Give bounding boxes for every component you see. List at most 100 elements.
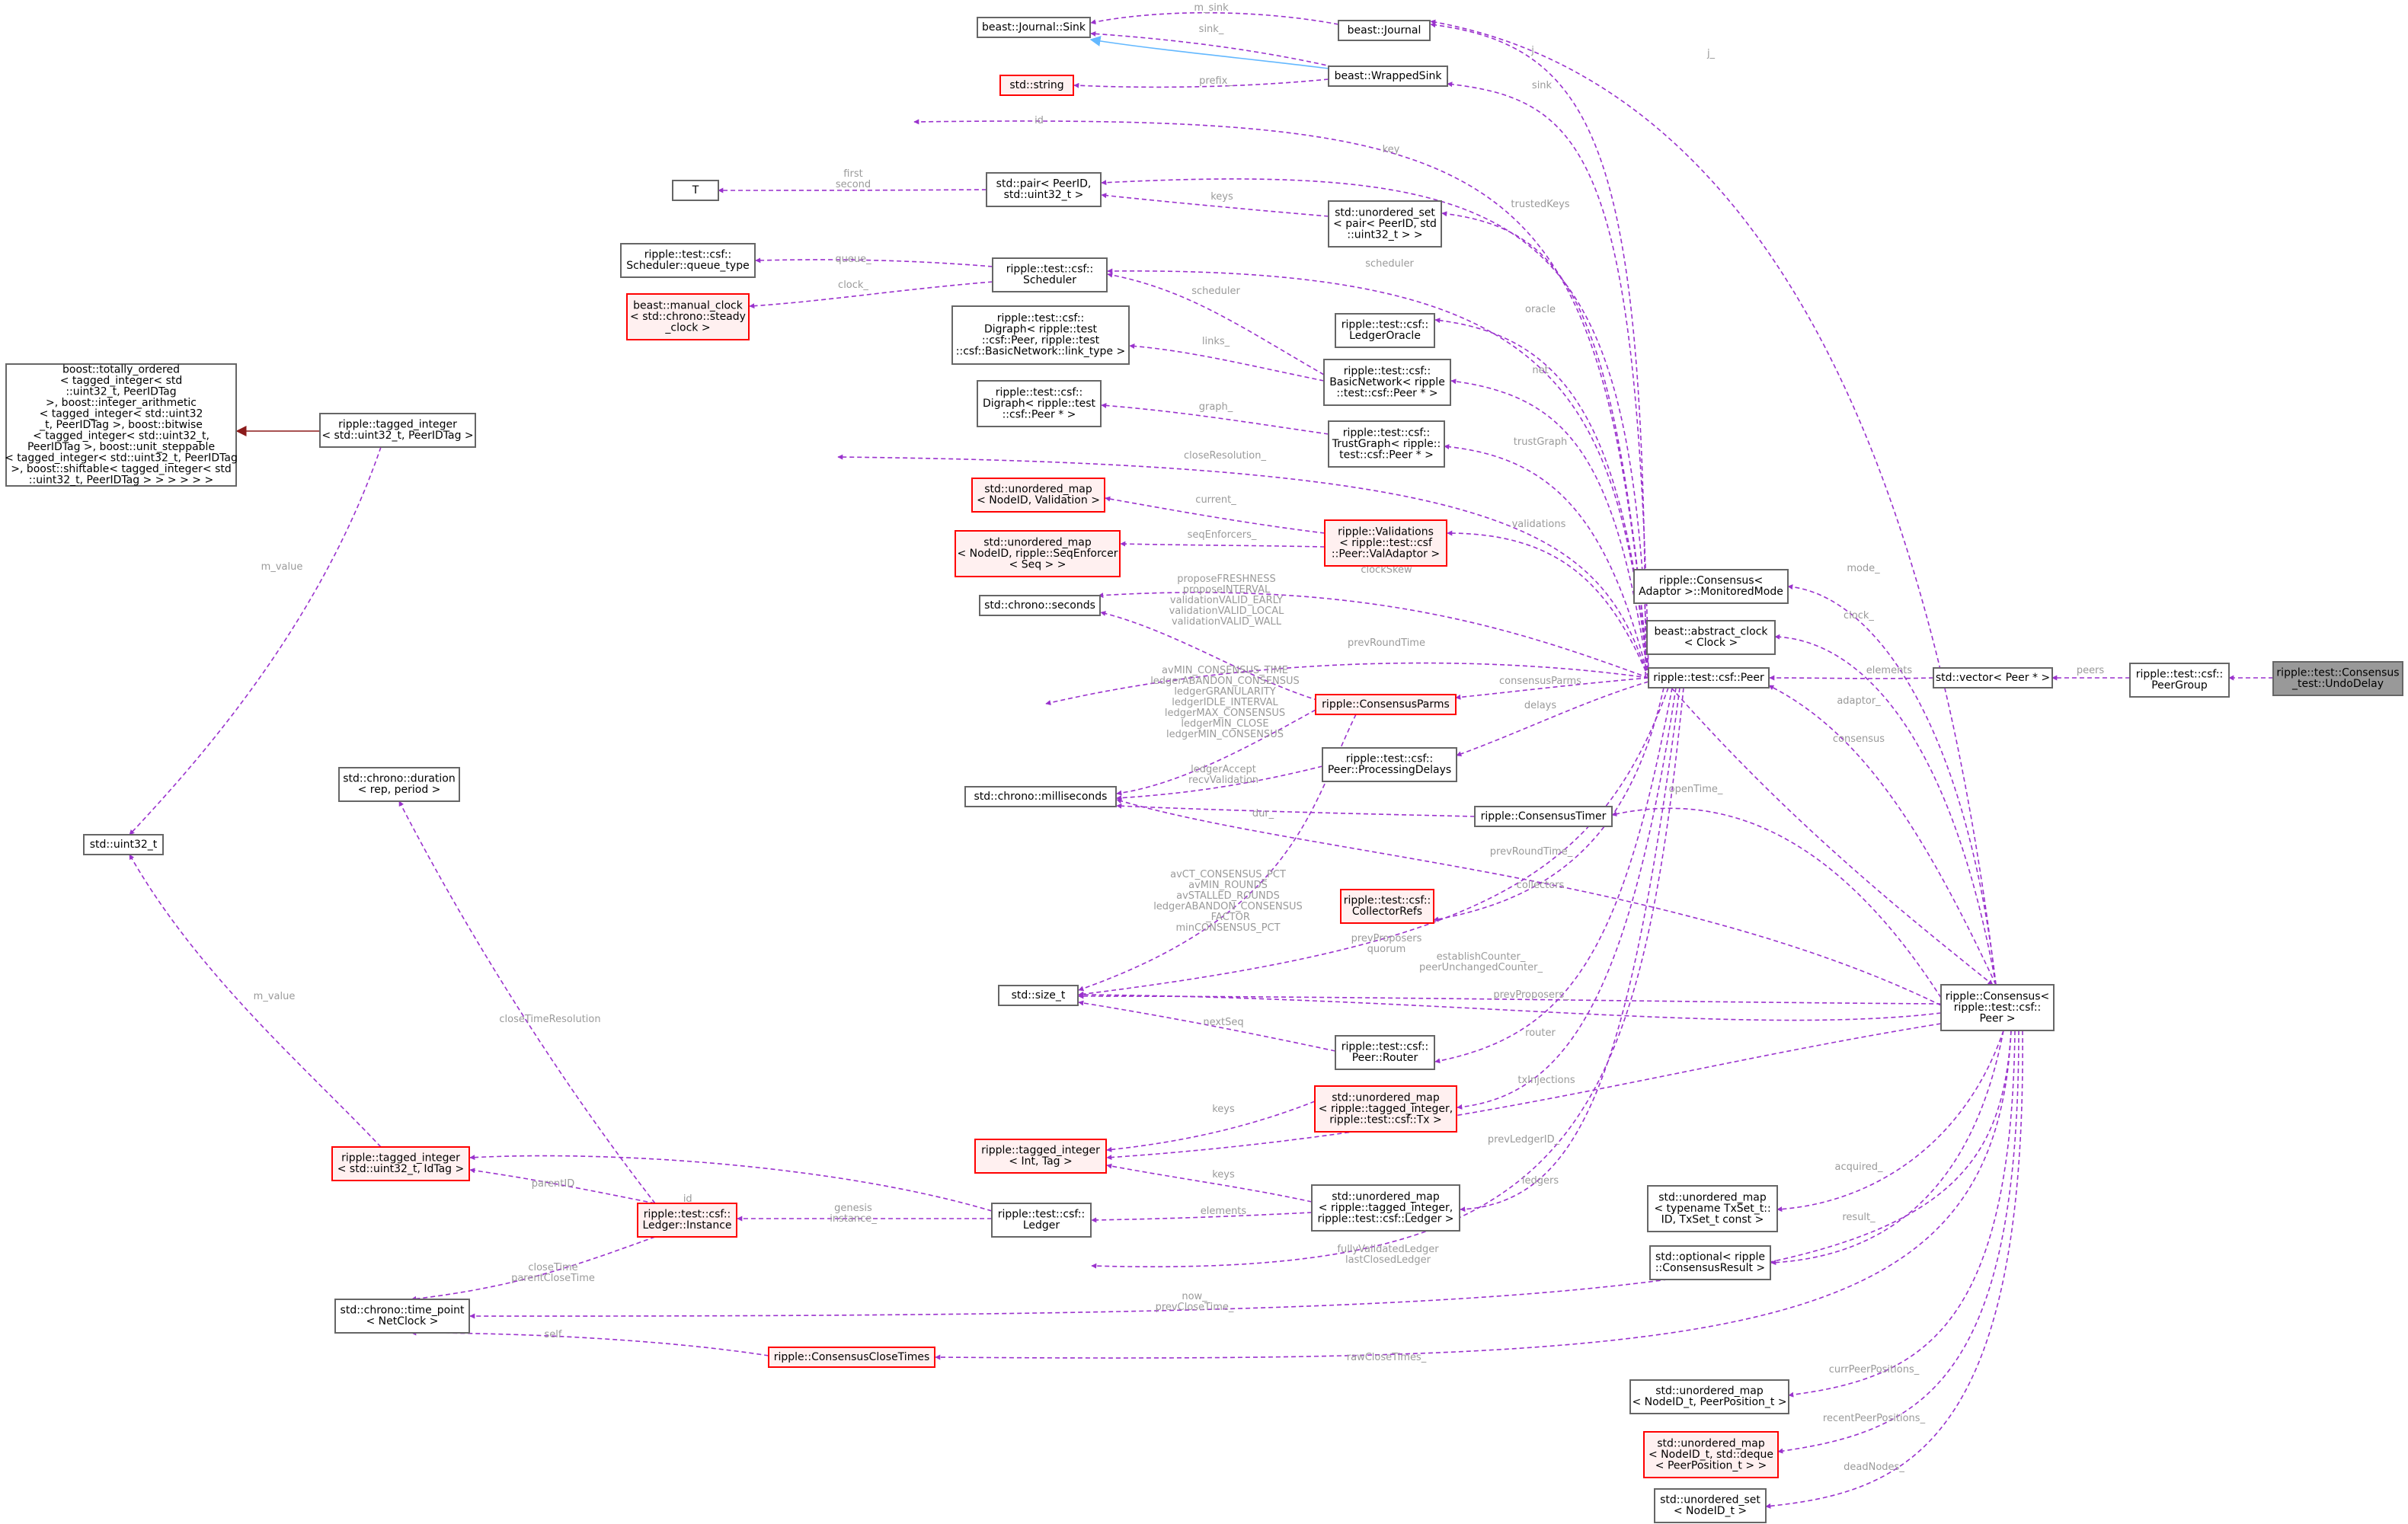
edge-label: delays bbox=[1524, 700, 1557, 711]
node-consensusparms[interactable]: ripple::ConsensusParms bbox=[1315, 694, 1457, 715]
node-processingdelays[interactable]: ripple::test::csf::Peer::ProcessingDelay… bbox=[1322, 747, 1457, 782]
node-digraph-peer[interactable]: ripple::test::csf::Digraph< ripple::test… bbox=[977, 380, 1102, 427]
edge-label: nextSeq bbox=[1203, 1017, 1243, 1028]
node-wrappedsink[interactable]: beast::WrappedSink bbox=[1328, 65, 1448, 87]
node-uset-nodeid[interactable]: std::unordered_set< NodeID_t > bbox=[1654, 1488, 1767, 1523]
node-label-line: ripple::Consensus< bbox=[1946, 990, 2050, 1002]
node-umap-tx[interactable]: std::unordered_map< ripple::tagged_integ… bbox=[1314, 1085, 1457, 1133]
edge-tagged-peerid-to-uint32 bbox=[129, 446, 382, 835]
node-boost-ordered[interactable]: boost::totally_ordered< tagged_integer< … bbox=[5, 363, 238, 487]
node-umap-txset[interactable]: std::unordered_map< typename TxSet_t::ID… bbox=[1647, 1185, 1778, 1232]
node-queue-type[interactable]: ripple::test::csf::Scheduler::queue_type bbox=[620, 243, 756, 278]
edge-label: keys bbox=[1210, 191, 1233, 203]
node-box bbox=[1340, 889, 1434, 924]
node-box bbox=[83, 834, 164, 855]
node-label-line: < tagged_integer< std::uint32 bbox=[40, 407, 203, 420]
edge-label: links_ bbox=[1202, 336, 1230, 347]
node-ledger-instance[interactable]: ripple::test::csf::Ledger::Instance bbox=[637, 1203, 737, 1238]
node-router[interactable]: ripple::test::csf::Peer::Router bbox=[1335, 1035, 1435, 1070]
node-scheduler[interactable]: ripple::test::csf::Scheduler bbox=[992, 257, 1108, 292]
node-ledgeroracle[interactable]: ripple::test::csf::LedgerOracle bbox=[1335, 313, 1435, 348]
node-label-line: ripple::test::csf:: bbox=[1006, 264, 1094, 276]
node-umap-ledger[interactable]: std::unordered_map< ripple::tagged_integ… bbox=[1311, 1184, 1460, 1232]
node-manual-clock[interactable]: beast::manual_clock< std::chrono::steady… bbox=[626, 293, 750, 340]
node-label-line: ripple::test::csf::Tx > bbox=[1329, 1113, 1442, 1126]
node-journal[interactable]: beast::Journal bbox=[1338, 20, 1431, 41]
node-umap-seqenforcer[interactable]: std::unordered_map< NodeID, ripple::SeqE… bbox=[955, 530, 1121, 577]
node-label-line: _t, PeerIDTag >, boost::bitwise bbox=[39, 419, 203, 431]
node-label-line: < pair< PeerID, std bbox=[1333, 218, 1437, 230]
node-undodelay[interactable]: ripple::test::Consensus_test::UndoDelay bbox=[2272, 661, 2403, 696]
node-label-line: ripple::test::csf:: bbox=[644, 1209, 731, 1221]
node-tagged-peerid[interactable]: ripple::tagged_integer< std::uint32_t, P… bbox=[319, 413, 476, 448]
edge-consensus-peer-to-tagged-inttag bbox=[1106, 1023, 1942, 1161]
node-tagged-idtag[interactable]: ripple::tagged_integer< std::uint32_t, I… bbox=[331, 1146, 470, 1181]
node-box bbox=[620, 243, 756, 278]
node-label-line: LedgerOracle bbox=[1349, 330, 1421, 342]
node-basicnetwork[interactable]: ripple::test::csf::BasicNetwork< ripple:… bbox=[1323, 359, 1451, 406]
node-collectorrefs[interactable]: ripple::test::csf::CollectorRefs bbox=[1340, 889, 1434, 924]
node-time-point[interactable]: std::chrono::time_point< NetClock > bbox=[334, 1299, 470, 1334]
node-size-t[interactable]: std::size_t bbox=[998, 985, 1079, 1006]
node-umap-deque[interactable]: std::unordered_map< NodeID_t, std::deque… bbox=[1643, 1431, 1779, 1478]
node-label-line: std::unordered_map bbox=[1658, 1191, 1767, 1203]
edge-label: prevProposers_ bbox=[1493, 989, 1569, 1001]
node-label-line: CollectorRefs bbox=[1352, 906, 1422, 918]
edge-label: now_ bbox=[1182, 1291, 1207, 1302]
node-closetimes[interactable]: ripple::ConsensusCloseTimes bbox=[768, 1347, 935, 1368]
edge-label: closeResolution_ bbox=[1184, 450, 1266, 462]
node-trustgraph[interactable]: ripple::test::csf::TrustGraph< ripple::t… bbox=[1328, 420, 1445, 468]
node-label-line: beast::manual_clock bbox=[633, 299, 744, 312]
node-pair[interactable]: std::pair< PeerID,std::uint32_t > bbox=[986, 172, 1102, 207]
edge-label: ledgerIDLE_INTERVAL bbox=[1172, 697, 1278, 708]
node-ledger[interactable]: ripple::test::csf::Ledger bbox=[991, 1203, 1092, 1238]
node-duration[interactable]: std::chrono::duration< rep, period > bbox=[338, 767, 460, 802]
node-digraph-link[interactable]: ripple::test::csf::Digraph< ripple::test… bbox=[951, 305, 1130, 365]
node-box bbox=[1647, 1185, 1778, 1232]
edge-label: queue_ bbox=[835, 254, 871, 265]
node-uset-pair[interactable]: std::unordered_set< pair< PeerID, std::u… bbox=[1328, 200, 1442, 248]
node-vector-peer[interactable]: std::vector< Peer * > bbox=[1933, 667, 2053, 689]
node-label-line: std::pair< PeerID, bbox=[996, 178, 1092, 190]
node-label-line: < NetClock > bbox=[366, 1315, 439, 1328]
node-label-line: _test::UndoDelay bbox=[2291, 678, 2384, 690]
edge-consensusparms-to-seconds bbox=[1100, 611, 1334, 705]
node-peergroup[interactable]: ripple::test::csf::PeerGroup bbox=[2129, 663, 2230, 698]
edge-closetimes-to-time-point bbox=[411, 1330, 769, 1356]
node-sink[interactable]: beast::Journal::Sink bbox=[977, 17, 1091, 38]
node-seconds[interactable]: std::chrono::seconds bbox=[979, 595, 1101, 616]
edge-consensus-peer-to-umap-peerpos bbox=[1788, 1030, 2016, 1398]
node-uint32[interactable]: std::uint32_t bbox=[83, 834, 164, 855]
edge-router-to-size-t bbox=[1078, 1000, 1336, 1052]
edge-label: self bbox=[545, 1329, 562, 1340]
node-umap-validation[interactable]: std::unordered_map< NodeID, Validation > bbox=[971, 478, 1105, 513]
node-label-line: std::size_t bbox=[1012, 989, 1066, 1002]
edge-label: keys bbox=[1212, 1169, 1235, 1181]
node-box bbox=[971, 478, 1105, 513]
node-optional-result[interactable]: std::optional< ripple::ConsensusResult > bbox=[1649, 1245, 1771, 1280]
node-label-line: std::uint32_t bbox=[90, 839, 158, 851]
node-umap-peerpos[interactable]: std::unordered_map< NodeID_t, PeerPositi… bbox=[1629, 1379, 1789, 1414]
node-peer[interactable]: ripple::test::csf::Peer bbox=[1648, 667, 1770, 689]
edge-label: scheduler bbox=[1365, 258, 1414, 270]
edge-ledger-to-tagged-idtag bbox=[469, 1155, 993, 1212]
node-box bbox=[672, 180, 719, 201]
node-monitoredmode[interactable]: ripple::Consensus<Adaptor >::MonitoredMo… bbox=[1633, 569, 1789, 604]
node-string[interactable]: std::string bbox=[999, 75, 1074, 96]
edge-consensus-peer-to-uset-nodeid bbox=[1765, 1030, 2023, 1509]
edge-label: avMIN_ROUNDS bbox=[1188, 880, 1268, 891]
node-label-line: ripple::ConsensusCloseTimes bbox=[774, 1351, 930, 1363]
node-milliseconds[interactable]: std::chrono::milliseconds bbox=[964, 786, 1117, 807]
edge-consensusparms-to-size-t bbox=[1078, 714, 1357, 992]
node-abstract-clock[interactable]: beast::abstract_clock< Clock > bbox=[1646, 620, 1776, 655]
node-box bbox=[991, 1203, 1092, 1238]
node-consensus-peer[interactable]: ripple::Consensus<ripple::test::csf::Pee… bbox=[1940, 984, 2055, 1031]
node-consensustimer[interactable]: ripple::ConsensusTimer bbox=[1474, 806, 1613, 827]
node-validations[interactable]: ripple::Validations< ripple::test::csf::… bbox=[1324, 519, 1447, 567]
edge-peer-to-journal bbox=[1430, 22, 1646, 677]
node-tagged-inttag[interactable]: ripple::tagged_integer< Int, Tag > bbox=[974, 1139, 1107, 1174]
edge-label: ledgerMIN_CONSENSUS bbox=[1166, 729, 1284, 740]
node-box bbox=[1322, 747, 1457, 782]
node-T[interactable]: T bbox=[672, 180, 719, 201]
